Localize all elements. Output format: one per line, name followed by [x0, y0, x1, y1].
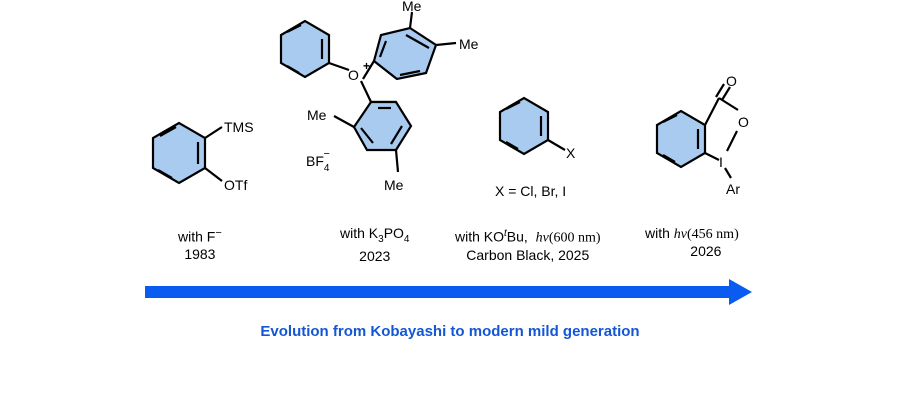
superscript: t — [504, 228, 507, 239]
condition-fluoride: with F− 1983 — [178, 225, 222, 263]
x-label: X — [566, 145, 576, 161]
condition-text: Bu, — [506, 228, 528, 245]
carbonyl-oxygen-label: O — [726, 73, 737, 89]
condition-text: with — [645, 225, 670, 241]
subscript: 4 — [403, 233, 410, 245]
condition-text: with F — [178, 228, 216, 245]
condition-light: with hν(456 nm) 2026 — [645, 225, 739, 260]
arrow-head — [729, 279, 752, 305]
arrow-shaft — [145, 286, 730, 298]
otf-label: OTf — [224, 177, 247, 193]
condition-potassium-phosphate: with K3PO4 2023 — [340, 225, 409, 265]
methyl-label-bottom: Me — [384, 177, 404, 193]
timeline-caption: Evolution from Kobayashi to modern mild … — [260, 323, 640, 340]
methyl-label-right: Me — [459, 36, 479, 52]
condition-text: PO — [383, 225, 404, 241]
iodine-label: I — [719, 154, 723, 170]
planck-h: h — [535, 230, 543, 246]
halide-definition: X = Cl, Br, I — [495, 183, 567, 199]
condition-text: with KO — [455, 228, 505, 245]
methyl-label-left: Me — [307, 107, 327, 123]
aryl-label: Ar — [726, 181, 740, 197]
tms-label: TMS — [224, 119, 254, 135]
nu-symbol: ν — [680, 227, 688, 242]
subscript: 3 — [378, 233, 384, 245]
oxygen-label: O — [348, 67, 359, 83]
nu-symbol: ν — [542, 230, 549, 246]
ring-oxygen-label: O — [738, 114, 749, 130]
positive-charge: + — [363, 59, 370, 73]
methyl-label-top: Me — [402, 0, 422, 14]
planck-h: h — [673, 227, 681, 242]
year-label: 2023 — [359, 247, 391, 264]
wavelength: (456 nm) — [687, 227, 739, 242]
year-label: 2026 — [690, 243, 722, 259]
wavelength: (600 nm) — [548, 230, 601, 246]
year-label: Carbon Black, 2025 — [466, 246, 590, 263]
tetrafluoroborate-label: BF4− — [306, 148, 330, 174]
condition-potassium-tert-butoxide: with KOtBu, hν(600 nm) Carbon Black, 202… — [455, 225, 601, 264]
year-label: 1983 — [184, 245, 216, 262]
charge-superscript: − — [215, 227, 222, 239]
condition-text: with K — [340, 225, 379, 241]
